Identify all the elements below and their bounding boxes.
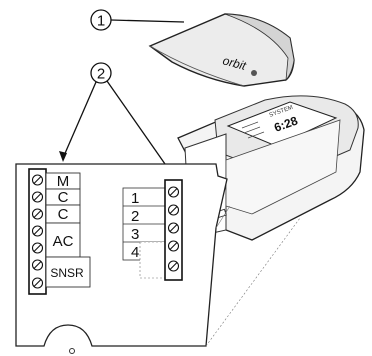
right-terminal-block: 1 2 3 4 xyxy=(122,179,183,281)
mounting-hole xyxy=(69,348,75,354)
callout-2-leader-left xyxy=(62,81,97,159)
projection-line-top xyxy=(215,205,231,229)
screw-icon xyxy=(31,208,44,220)
terminal-label-c1: C xyxy=(58,189,69,206)
callout-1-number: 1 xyxy=(97,13,105,30)
display-panel: SYSTEM 6:28 xyxy=(226,101,338,147)
screw-icon xyxy=(167,222,180,234)
screw-icon xyxy=(31,174,44,186)
screw-icon xyxy=(31,259,44,271)
lid-cover: orbit xyxy=(148,13,295,87)
right-screws xyxy=(167,186,180,272)
terminal-label-c2: C xyxy=(58,206,69,223)
screw-icon xyxy=(167,260,180,272)
terminal-label-m: M xyxy=(57,173,70,190)
zone-label-3: 3 xyxy=(131,226,139,243)
unused-terminal-area xyxy=(139,241,166,279)
zone-label-2: 2 xyxy=(131,208,139,225)
callout-2-circle xyxy=(90,62,112,84)
terminal-label-snsr: SNSR xyxy=(50,266,84,280)
screw-icon xyxy=(31,242,44,254)
zone-label-4: 4 xyxy=(131,244,139,261)
callout-1: 1 xyxy=(90,9,185,31)
label-box-snsr xyxy=(45,256,91,288)
lid-brand: orbit xyxy=(221,53,248,73)
label-box-ac xyxy=(45,222,81,258)
screw-icon xyxy=(31,191,44,203)
callout-1-leader xyxy=(110,19,185,23)
screw-icon xyxy=(31,277,44,289)
left-terminal-block: M C C AC SNSR xyxy=(28,168,91,295)
callout-2-leader-right xyxy=(106,80,173,175)
terminal-label-ac: AC xyxy=(53,233,74,250)
zone-label-1: 1 xyxy=(131,190,139,207)
screw-icon xyxy=(167,240,180,252)
projection-line-bottom xyxy=(205,217,301,347)
left-screws xyxy=(31,174,44,289)
callout-2-number: 2 xyxy=(97,66,105,83)
screw-icon xyxy=(167,186,180,198)
arrowhead-left xyxy=(59,151,67,162)
lid-logo-dot xyxy=(251,70,257,76)
callout-2: 2 xyxy=(59,62,175,178)
screw-icon xyxy=(167,204,180,216)
screw-icon xyxy=(31,225,44,237)
